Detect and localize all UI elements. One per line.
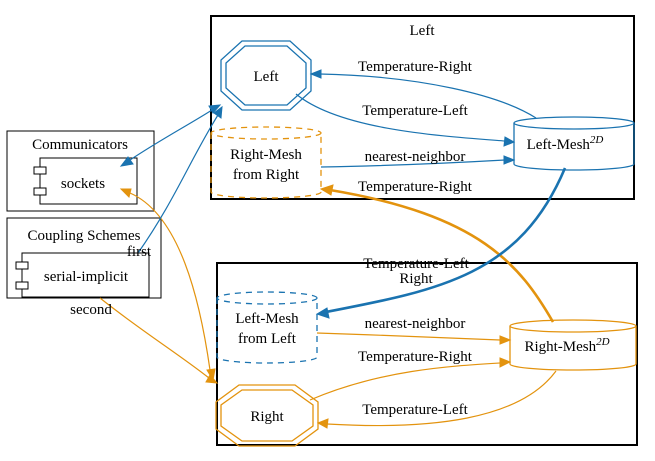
edge-label-cross-line1: Temperature-Left bbox=[363, 256, 469, 272]
coupling-schemes-title: Coupling Schemes bbox=[28, 228, 141, 244]
communicators-title: Communicators bbox=[32, 137, 128, 153]
sockets-component-tab-bottom bbox=[33, 187, 47, 196]
arrowhead-sockets-orange bbox=[119, 188, 132, 198]
edge-rmfr-to-leftmesh bbox=[320, 159, 506, 168]
arrowhead-lmfl-to-rightmesh bbox=[499, 335, 512, 345]
arrowhead-leftmesh-to-left bbox=[309, 69, 322, 79]
edge-lmfl-to-rightmesh bbox=[316, 332, 501, 341]
right-mesh-from-right-node: Right-Mesh from Right bbox=[210, 126, 322, 199]
arrowhead-rightmesh-to-rmfr bbox=[319, 184, 334, 196]
edge-right-to-rightmesh bbox=[309, 362, 501, 401]
edge-coupling-second bbox=[99, 297, 210, 379]
edge-label-first: first bbox=[127, 244, 152, 260]
edge-label-temperature-left-top: Temperature-Left bbox=[362, 103, 468, 119]
right-mesh-from-right-line2: from Right bbox=[233, 167, 300, 183]
edge-rightmesh-to-right bbox=[326, 370, 557, 427]
left-mesh-node: Left-Mesh2D bbox=[513, 116, 635, 171]
left-cluster-title: Left bbox=[410, 23, 436, 39]
left-participant-node: Left bbox=[220, 40, 312, 111]
edge-leftmesh-to-left bbox=[319, 73, 537, 119]
arrowhead-right-to-rightmesh bbox=[499, 357, 512, 368]
arrowhead-left-to-leftmesh bbox=[503, 136, 516, 147]
edge-label-nearest-neighbor-top: nearest-neighbor bbox=[365, 149, 466, 165]
edge-left-to-leftmesh bbox=[295, 93, 506, 142]
arrowhead-coupling-second bbox=[205, 374, 219, 384]
arrowhead-rightmesh-to-right bbox=[316, 418, 329, 429]
edge-label-cross-line2: Right bbox=[399, 271, 433, 287]
edge-label-temperature-right-bottom: Temperature-Right bbox=[358, 349, 473, 365]
left-mesh-label: Left-Mesh2D bbox=[527, 134, 604, 153]
right-participant-label: Right bbox=[250, 409, 284, 425]
arrowhead-sockets-end bbox=[119, 156, 134, 167]
arrowhead-leftmesh-to-lmfl bbox=[315, 307, 330, 319]
serial-implicit-tab-top bbox=[15, 261, 29, 270]
left-mesh-from-left-node: Left-Mesh from Left bbox=[216, 291, 318, 364]
right-mesh-from-right-line1: Right-Mesh bbox=[230, 147, 302, 163]
serial-implicit-tab-bottom bbox=[15, 281, 29, 290]
edge-sockets-left bbox=[129, 109, 213, 161]
left-mesh-from-left-line2: from Left bbox=[238, 331, 297, 347]
communicators-group: Communicators sockets bbox=[6, 130, 155, 212]
edge-leftmesh-to-lmfl bbox=[325, 167, 567, 314]
arrowhead-left-end bbox=[208, 104, 222, 114]
edge-label-temperature-right-cross: Temperature-Right bbox=[358, 179, 473, 195]
right-participant-node: Right bbox=[215, 384, 319, 447]
serial-implicit-component bbox=[21, 252, 150, 298]
edge-label-second: second bbox=[70, 302, 112, 318]
edge-label-temperature-right-top: Temperature-Right bbox=[358, 59, 473, 75]
communicators-box bbox=[6, 130, 155, 212]
left-participant-label: Left bbox=[254, 69, 280, 85]
edge-rightmesh-to-rmfr bbox=[329, 188, 555, 323]
edge-sockets-right bbox=[129, 192, 211, 371]
serial-implicit-label: serial-implicit bbox=[44, 269, 129, 285]
arrowhead-rmfr-to-leftmesh bbox=[503, 155, 516, 165]
arrowhead-coupling-first bbox=[213, 105, 223, 119]
coupling-schemes-box bbox=[6, 217, 162, 299]
edge-label-nearest-neighbor-bottom: nearest-neighbor bbox=[365, 316, 466, 332]
sockets-component bbox=[39, 157, 138, 205]
left-mesh-from-left-line1: Left-Mesh bbox=[235, 311, 299, 327]
edge-label-temperature-left-bottom: Temperature-Left bbox=[362, 402, 468, 418]
right-mesh-node: Right-Mesh2D bbox=[509, 319, 637, 371]
edge-coupling-first bbox=[137, 114, 219, 254]
coupling-schemes-group: Coupling Schemes serial-implicit bbox=[6, 217, 162, 299]
sockets-label: sockets bbox=[61, 176, 105, 192]
sockets-component-tab-top bbox=[33, 166, 47, 175]
right-mesh-label: Right-Mesh2D bbox=[524, 336, 609, 355]
